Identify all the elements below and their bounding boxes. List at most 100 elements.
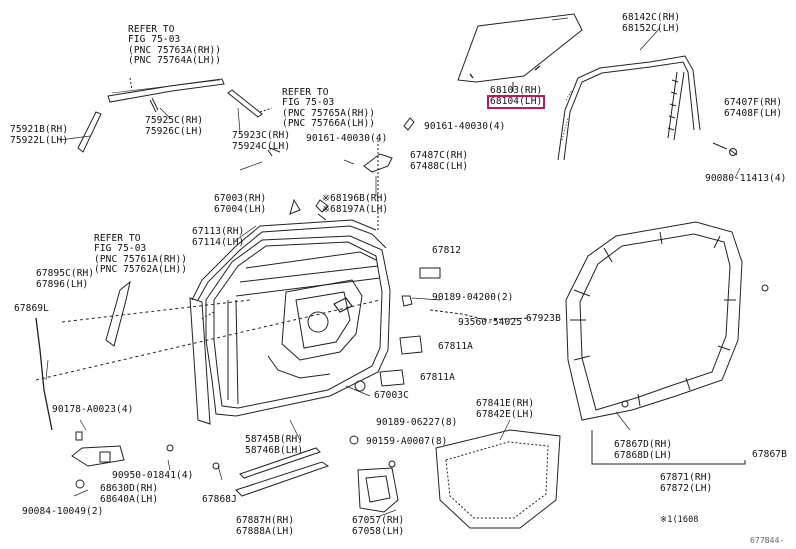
- part-number: 58746B(LH): [245, 444, 304, 456]
- part-number: 67887H(RH): [236, 515, 295, 526]
- part-label-67869[interactable]: 67869L: [14, 303, 49, 315]
- refer-line: (PNC 75762A(LH)): [94, 264, 188, 275]
- part-label-90189a[interactable]: 90189-04200(2): [432, 292, 514, 304]
- part-number: 75923C(RH): [232, 130, 291, 141]
- part-number: 75924C(LH): [232, 140, 291, 152]
- part-label-90178[interactable]: 90178-A0023(4): [52, 404, 134, 416]
- part-label-75925[interactable]: 75925C(RH)75926C(LH): [145, 115, 204, 137]
- door-lock: [357, 467, 399, 513]
- part-label-75921[interactable]: 75921B(RH)75922L(LH): [10, 124, 69, 146]
- part-label-68630[interactable]: 68630D(RH)68640A(LH): [100, 483, 159, 505]
- part-number: 90080-11413(4): [705, 173, 787, 184]
- part-number: 67058(LH): [352, 525, 405, 537]
- highlight-box: [487, 95, 545, 109]
- refer-line: FIG 75-03: [282, 97, 335, 108]
- part-number: 75925C(RH): [145, 115, 204, 126]
- part-label-93560[interactable]: 93560-54025: [458, 317, 522, 329]
- refer-line: REFER TO: [94, 232, 141, 244]
- refer-line: FIG 75-03: [128, 34, 181, 45]
- refer-line: REFER TO: [128, 23, 175, 35]
- door-opening-weatherstrip: [565, 221, 743, 421]
- strip-75923: [227, 89, 263, 118]
- part-label-67003[interactable]: 67003(RH)67004(LH): [214, 193, 266, 215]
- part-number: 90084-10049(2): [22, 506, 104, 517]
- part-label-90189b[interactable]: 90189-06227(8): [376, 417, 458, 429]
- part-label-90159[interactable]: 90159-A0007(8): [366, 436, 447, 448]
- rear-weatherstrip-strip: [105, 280, 131, 347]
- part-number: 67888A(LH): [236, 525, 295, 537]
- part-number: 67872(LH): [660, 482, 713, 494]
- part-number: 67057(RH): [352, 515, 405, 526]
- part-number: 67842E(LH): [476, 408, 535, 420]
- part-number: 67811A: [438, 341, 473, 352]
- window-frame: [197, 225, 387, 301]
- part-number: 67408F(LH): [724, 107, 783, 119]
- part-label-75923[interactable]: 75923C(RH)75924C(LH): [232, 130, 291, 152]
- part-label-67887[interactable]: 67887H(RH)67888A(LH): [236, 515, 295, 537]
- part-label-90950[interactable]: 90950-01841(4): [112, 470, 194, 482]
- part-number: 67896(LH): [36, 278, 89, 290]
- part-label-68142[interactable]: 68142C(RH)68152C(LH): [622, 12, 681, 34]
- part-label-67487[interactable]: 67487C(RH)67488C(LH): [410, 150, 469, 172]
- figure-number-text: 677B44-: [750, 536, 785, 545]
- part-number: ※68196B(RH): [322, 193, 389, 204]
- service-hole-cover: [435, 429, 561, 529]
- part-label-67407[interactable]: 67407F(RH)67408F(LH): [724, 97, 783, 119]
- part-number: 67868J: [202, 494, 237, 505]
- part-label-67811a[interactable]: 67811A: [438, 341, 473, 353]
- part-label-67057[interactable]: 67057(RH)67058(LH): [352, 515, 405, 537]
- part-number: 67812: [432, 245, 462, 256]
- part-number: 67868D(LH): [614, 449, 673, 461]
- lower-moulding: [235, 461, 330, 497]
- part-number: 75922L(LH): [10, 134, 69, 146]
- part-label-67868j[interactable]: 67868J: [202, 494, 237, 506]
- part-number: 68104(LH): [490, 96, 543, 107]
- part-label-68103[interactable]: 68103(RH): [490, 85, 542, 97]
- part-label-90084[interactable]: 90084-10049(2): [22, 506, 104, 518]
- part-number: 90950-01841(4): [112, 470, 194, 481]
- part-number: 67113(RH): [192, 226, 245, 237]
- part-number: 58745B(RH): [245, 434, 304, 445]
- part-label-67113[interactable]: 67113(RH)67114(LH): [192, 226, 245, 248]
- part-label-67895[interactable]: 67895C(RH)67896(LH): [36, 268, 94, 290]
- part-number: 67811A: [420, 372, 455, 383]
- part-number: 67923B: [526, 313, 561, 324]
- part-label-68104[interactable]: 68104(LH): [490, 96, 543, 108]
- part-label-67923[interactable]: 67923B: [526, 313, 561, 325]
- part-label-68196[interactable]: ※68196B(RH)※68197A(LH): [322, 193, 389, 215]
- part-label-90080[interactable]: 90080-11413(4): [705, 173, 787, 185]
- part-label-90161b[interactable]: 90161-40030(4): [424, 121, 505, 133]
- part-number: 67114(LH): [192, 236, 245, 248]
- part-number: ※68197A(LH): [322, 203, 389, 215]
- part-number: 90178-A0023(4): [52, 404, 134, 415]
- part-label-58745[interactable]: 58745B(RH)58746B(LH): [245, 434, 304, 456]
- part-label-67867d[interactable]: 67867D(RH)67868D(LH): [614, 439, 673, 461]
- part-number: 67867D(RH): [614, 439, 673, 450]
- part-number: 68142C(RH): [622, 12, 681, 23]
- part-number: 67867B: [752, 449, 787, 460]
- part-label-67867b[interactable]: 67867B: [752, 449, 787, 461]
- part-number: 90189-06227(8): [376, 417, 458, 428]
- part-number: 90189-04200(2): [432, 292, 514, 303]
- part-number: 67869L: [14, 303, 49, 314]
- refer-line: (PNC 75763A(RH)): [128, 44, 222, 56]
- part-number: 75921B(RH): [10, 124, 69, 135]
- figure-number: 677B44-: [750, 536, 784, 547]
- refer-line: (PNC 75766A(LH)): [282, 118, 376, 129]
- part-number: 68640A(LH): [100, 493, 159, 505]
- part-label-67003c[interactable]: 67003C: [374, 390, 409, 402]
- part-number: 67407F(RH): [724, 97, 783, 108]
- part-label-67841[interactable]: 67841E(RH)67842E(LH): [476, 398, 535, 420]
- door-glass: [457, 13, 583, 83]
- part-label-67812[interactable]: 67812: [432, 245, 462, 257]
- part-label-67871[interactable]: 67871(RH)67872(LH): [660, 472, 713, 494]
- part-number: 67841E(RH): [476, 398, 535, 409]
- part-number: 67487C(RH): [410, 150, 469, 161]
- strip-75925: [149, 97, 159, 113]
- part-label-90161a[interactable]: 90161-40030(4): [306, 133, 387, 145]
- refer-line: FIG 75-03: [94, 243, 147, 254]
- part-label-67811b[interactable]: 67811A: [420, 372, 455, 384]
